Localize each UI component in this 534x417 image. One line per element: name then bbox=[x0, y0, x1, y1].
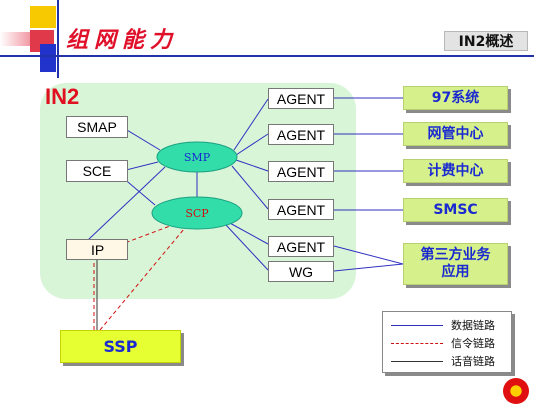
page-title: 组网能力 bbox=[66, 27, 179, 53]
link-scp-agent5 bbox=[227, 221, 269, 245]
legend-line-signal bbox=[391, 342, 443, 344]
ext-network-management-center: 网管中心 bbox=[403, 122, 508, 146]
link-smp-agent3 bbox=[235, 159, 269, 172]
ext-ssp: SSP bbox=[60, 330, 181, 363]
node-agent-4: AGENT bbox=[268, 199, 334, 220]
header-deco-horizontal-line bbox=[0, 55, 534, 57]
ext-third-party-line1: 第三方业务 bbox=[420, 247, 491, 263]
link-smp-agent2 bbox=[235, 133, 269, 156]
legend-label-data: 数据链路 bbox=[451, 319, 495, 332]
legend-item-data-link: 数据链路 bbox=[391, 317, 495, 333]
header-deco-yellow-block bbox=[30, 6, 56, 28]
signal-ssp-scp bbox=[99, 228, 185, 331]
ext-97-system: 97系统 bbox=[403, 86, 508, 110]
ext-billing-center: 计费中心 bbox=[403, 159, 508, 183]
node-agent-3: AGENT bbox=[268, 161, 334, 182]
in2-label: IN2 bbox=[45, 84, 80, 109]
link-ip-smp bbox=[87, 166, 166, 241]
scp-label: SCP bbox=[185, 206, 209, 220]
scp-ellipse bbox=[151, 196, 243, 230]
smp-label: SMP bbox=[183, 150, 211, 164]
link-sce-smp bbox=[121, 161, 159, 172]
header-deco-blue-block bbox=[40, 44, 56, 72]
link-smp-agent4 bbox=[231, 165, 269, 210]
link-scp-wg bbox=[225, 224, 269, 271]
smp-ellipse bbox=[156, 141, 238, 173]
legend-item-signal-link: 信令链路 bbox=[391, 335, 495, 351]
node-agent-5: AGENT bbox=[268, 236, 334, 257]
header-deco-vertical-line bbox=[57, 0, 59, 78]
node-smap: SMAP bbox=[66, 116, 128, 138]
link-wg-thirdparty bbox=[333, 263, 404, 272]
ext-third-party-app: 第三方业务 应用 bbox=[403, 243, 508, 285]
ext-third-party-line2: 应用 bbox=[441, 264, 470, 280]
link-smp-agent1 bbox=[233, 98, 269, 151]
legend-label-voice: 话音链路 bbox=[451, 355, 495, 368]
node-sce: SCE bbox=[66, 160, 128, 182]
ext-smsc: SMSC bbox=[403, 198, 508, 222]
link-agent5-thirdparty bbox=[333, 245, 404, 265]
legend-item-voice-link: 话音链路 bbox=[391, 353, 495, 369]
company-logo-icon bbox=[503, 378, 529, 404]
node-wg: WG bbox=[268, 261, 334, 282]
link-smap-smp bbox=[121, 126, 161, 151]
node-agent-2: AGENT bbox=[268, 124, 334, 145]
legend-label-signal: 信令链路 bbox=[451, 337, 495, 350]
node-ip: IP bbox=[66, 239, 128, 260]
node-agent-1: AGENT bbox=[268, 88, 334, 109]
legend-line-voice bbox=[391, 360, 443, 362]
signal-ip-scp bbox=[105, 225, 171, 251]
header-tag: IN2概述 bbox=[444, 31, 528, 51]
legend: 数据链路 信令链路 话音链路 bbox=[382, 311, 512, 373]
legend-line-data bbox=[391, 324, 443, 326]
